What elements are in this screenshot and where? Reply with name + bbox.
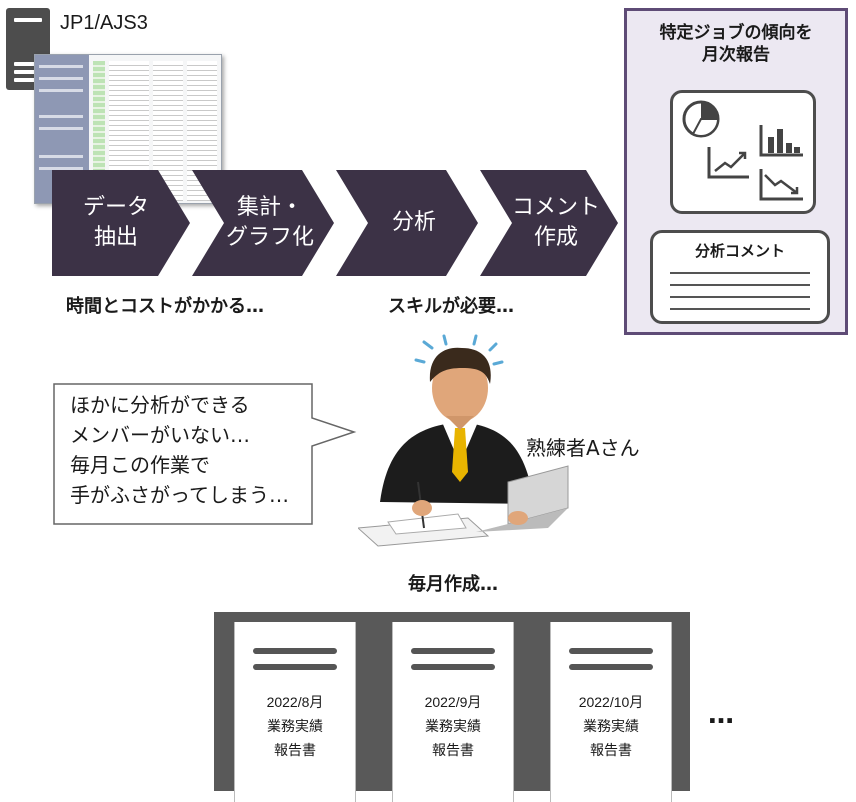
comment-line	[670, 308, 810, 310]
report-document-label: 2022/8月 業務実績 報告書	[266, 694, 324, 758]
report-document-oct: 2022/10月 業務実績 報告書	[530, 612, 690, 802]
note-time-cost: 時間とコストがかかる…	[66, 296, 264, 317]
report-box-title: 特定ジョブの傾向を 月次報告	[659, 23, 813, 65]
worried-expert-illustration	[358, 334, 569, 547]
app-title: JP1/AJS3	[60, 12, 148, 34]
speech-bubble-text: ほかに分析ができる メンバーがいない… 毎月この作業で 手がふさがってしまう…	[70, 393, 289, 507]
expert-label: 熟練者Aさん	[526, 436, 640, 460]
comment-line	[670, 272, 810, 274]
note-skill-required: スキルが必要…	[388, 296, 514, 317]
step-data-extraction: データ 抽出	[52, 170, 190, 276]
comment-line	[670, 284, 810, 286]
server-icon	[6, 8, 50, 90]
charts-icon	[682, 100, 803, 201]
graph-panel	[670, 90, 816, 214]
report-document-sep: 2022/9月 業務実績 報告書	[372, 612, 532, 802]
more-ellipsis: …	[708, 700, 736, 730]
report-document-label: 2022/10月 業務実績 報告書	[578, 694, 644, 758]
step-aggregation-graph: 集計・ グラフ化	[192, 170, 334, 276]
step-comment-creation: コメント 作成	[480, 170, 618, 276]
monthly-creation-label: 毎月作成…	[408, 574, 498, 595]
report-document-label: 2022/9月 業務実績 報告書	[424, 694, 482, 758]
step-analysis: 分析	[336, 170, 478, 276]
speech-bubble	[53, 383, 357, 525]
analysis-comment-title: 分析コメント	[694, 242, 785, 260]
comment-line	[670, 296, 810, 298]
report-document-aug: 2022/8月 業務実績 報告書	[214, 612, 374, 802]
